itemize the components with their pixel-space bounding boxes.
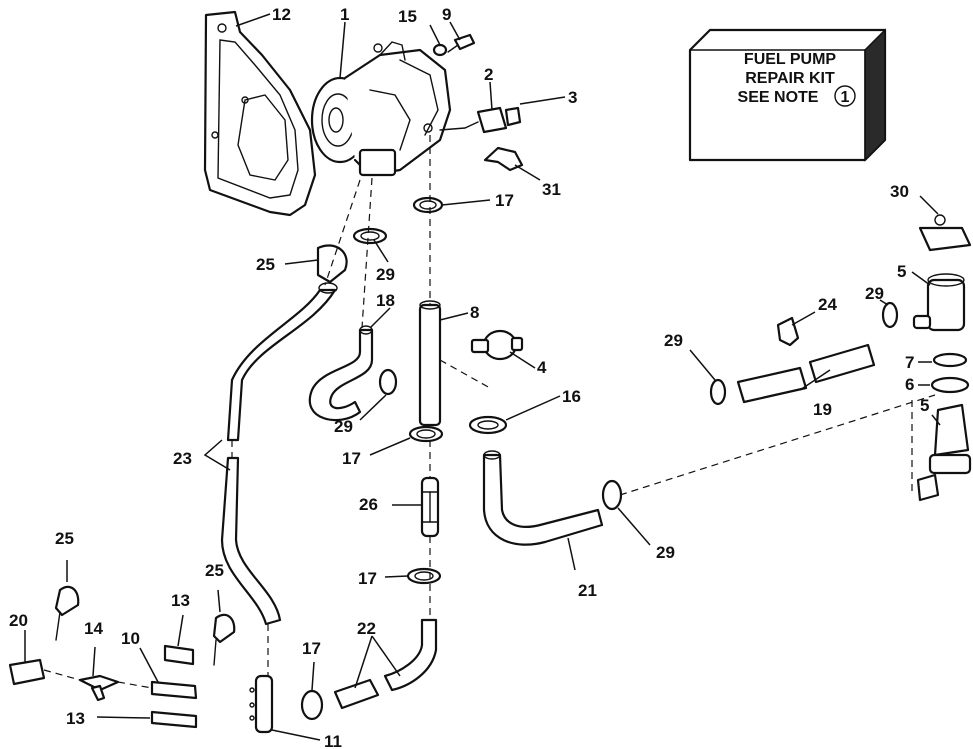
filter-bracket — [918, 214, 972, 252]
hose-clamp — [300, 689, 324, 721]
straight-hoses — [736, 343, 876, 404]
check-valve — [470, 329, 524, 361]
hose-clamp — [601, 479, 623, 511]
callout-25-middle: 25 — [205, 561, 224, 580]
plug — [8, 658, 46, 686]
callout-9: 9 — [442, 5, 451, 24]
hose-clamp — [468, 415, 508, 435]
leader-lines — [24, 13, 941, 741]
callout-18: 18 — [376, 291, 395, 310]
filter-element — [912, 273, 966, 332]
hose-clamp — [412, 196, 444, 214]
callout-11: 11 — [324, 732, 342, 749]
kit-note-number: 1 — [841, 89, 850, 106]
callout-13-lower: 13 — [66, 709, 85, 728]
short-hose-piece — [150, 680, 198, 700]
callout-31: 31 — [542, 180, 561, 199]
callout-5-lower: 5 — [920, 396, 929, 415]
clip — [483, 146, 524, 172]
primer-bulb-fitting — [249, 674, 274, 734]
callout-25-left: 25 — [55, 529, 74, 548]
hose-clamp — [352, 227, 388, 245]
callout-21: 21 — [578, 581, 597, 600]
o-ring — [930, 352, 970, 394]
tee-fitting — [78, 674, 120, 702]
fuel-pump — [310, 41, 452, 177]
short-hose — [333, 618, 438, 710]
callout-30: 30 — [890, 182, 909, 201]
callout-17-lower: 17 — [358, 569, 377, 588]
long-hose — [220, 282, 338, 626]
hose-clamp — [406, 567, 442, 585]
kit-line-1: FUEL PUMP — [744, 51, 836, 68]
callout-2: 2 — [484, 65, 493, 84]
callout-labels: 1 12 15 9 2 3 31 17 30 25 29 18 8 5 29 2… — [9, 5, 929, 749]
callout-4: 4 — [537, 358, 547, 377]
assembly-lines — [43, 135, 936, 689]
kit-line-3: SEE NOTE — [738, 89, 819, 106]
callout-13-upper: 13 — [171, 591, 190, 610]
filter-tube — [418, 300, 442, 427]
callout-7: 7 — [905, 353, 914, 372]
hose-clamp — [881, 301, 899, 329]
mounting-plate — [203, 10, 317, 217]
filter-bowl — [916, 403, 972, 502]
callout-3: 3 — [568, 88, 577, 107]
repair-kit-box: FUEL PUMP REPAIR KIT SEE NOTE 1 — [688, 28, 887, 162]
callout-5-upper: 5 — [897, 262, 906, 281]
elbow-hose — [308, 325, 374, 422]
hose-clamp — [408, 425, 444, 443]
hose-support-bracket — [776, 316, 800, 347]
callout-6: 6 — [905, 375, 914, 394]
callout-19: 19 — [813, 400, 832, 419]
callout-29-lower: 29 — [656, 543, 675, 562]
short-hose-piece — [150, 710, 198, 729]
callout-17-top: 17 — [495, 191, 514, 210]
short-hose-piece — [163, 644, 195, 666]
callout-29-hoses: 29 — [664, 331, 683, 350]
inline-filter — [420, 476, 440, 538]
hose-clamp — [378, 368, 398, 396]
callout-29-upper: 29 — [376, 265, 395, 284]
callout-10: 10 — [121, 629, 140, 648]
hose-bracket — [54, 585, 80, 641]
callout-23: 23 — [173, 449, 192, 468]
elbow-hose-right — [482, 450, 604, 546]
callout-29-middle: 29 — [334, 417, 353, 436]
kit-line-2: REPAIR KIT — [745, 70, 835, 87]
callout-15: 15 — [398, 7, 417, 26]
fuel-fitting — [439, 106, 522, 134]
callout-17-bottom: 17 — [302, 639, 321, 658]
callout-12: 12 — [272, 5, 291, 24]
callout-20: 20 — [9, 611, 28, 630]
callout-29-right: 29 — [865, 284, 884, 303]
callout-8: 8 — [470, 303, 479, 322]
callout-1: 1 — [340, 5, 349, 24]
hose-clamp — [709, 378, 727, 406]
callout-22: 22 — [357, 619, 376, 638]
callout-24: 24 — [818, 295, 837, 314]
hose-bracket — [212, 613, 236, 666]
callout-16: 16 — [562, 387, 581, 406]
callout-25-upper: 25 — [256, 255, 275, 274]
callout-26: 26 — [359, 495, 378, 514]
callout-14: 14 — [84, 619, 103, 638]
callout-17-middle: 17 — [342, 449, 361, 468]
